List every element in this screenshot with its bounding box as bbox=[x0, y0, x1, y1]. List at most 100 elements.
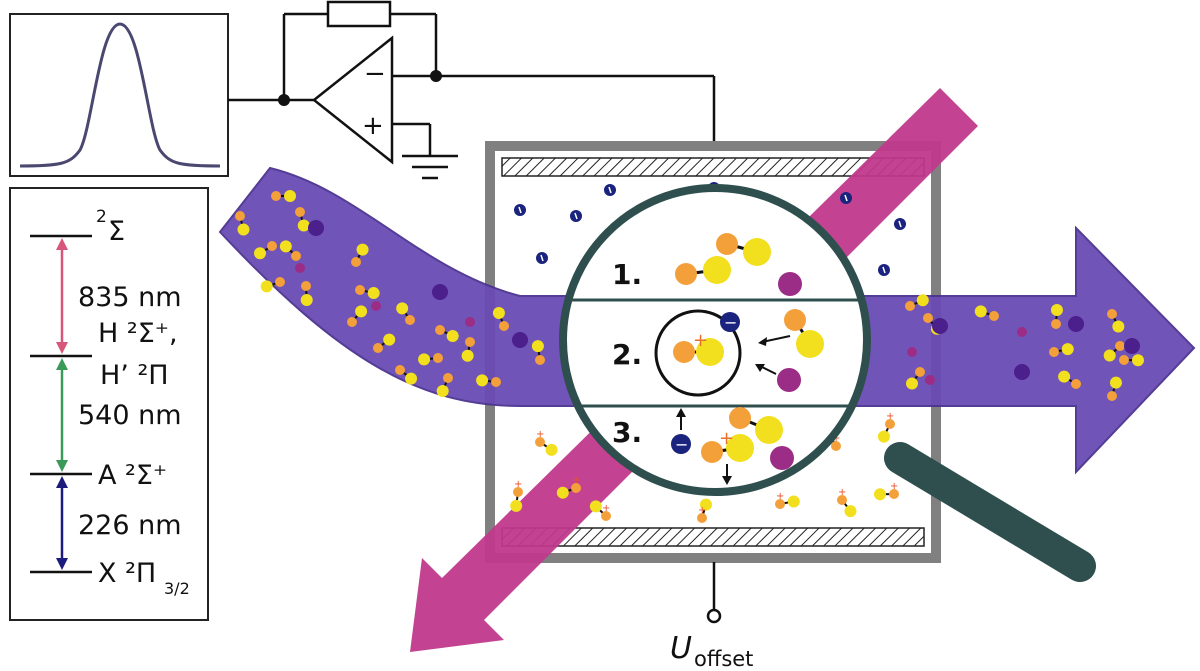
beam-molecule bbox=[1103, 341, 1125, 362]
step-1-label: 1. bbox=[612, 258, 642, 291]
beam-molecule bbox=[396, 302, 415, 325]
cation: + bbox=[556, 475, 581, 499]
beam-molecule bbox=[418, 353, 443, 366]
anion bbox=[878, 264, 890, 276]
x-level-term: X ²Π bbox=[98, 558, 156, 589]
beam-molecule bbox=[974, 305, 999, 321]
label-226nm: 226 nm bbox=[78, 510, 182, 541]
signal-trace-panel bbox=[9, 13, 229, 177]
offset-terminal bbox=[706, 608, 722, 624]
cation: + bbox=[837, 487, 857, 518]
beam-molecule bbox=[435, 325, 459, 342]
heavy-atom bbox=[512, 332, 528, 348]
beam-molecule bbox=[279, 240, 301, 261]
beam-molecule bbox=[905, 294, 929, 311]
beam-molecule bbox=[436, 373, 453, 397]
transition-arrow-540 bbox=[56, 358, 68, 472]
cation: + bbox=[874, 481, 899, 501]
heavy-atom bbox=[932, 318, 948, 334]
heavy-atom bbox=[1068, 316, 1084, 332]
svg-text:−: − bbox=[724, 313, 737, 332]
beam-molecule bbox=[1049, 343, 1074, 357]
cation: + bbox=[510, 479, 523, 512]
beam-molecule bbox=[395, 365, 418, 385]
beam-molecule bbox=[254, 241, 277, 260]
beam-molecule bbox=[1119, 354, 1144, 367]
op-amp-icon bbox=[311, 35, 394, 165]
anion bbox=[570, 210, 582, 222]
svg-text:+: + bbox=[698, 505, 706, 516]
small-ion bbox=[465, 317, 475, 327]
x-level-subscript: 3/2 bbox=[164, 579, 190, 598]
step-2-label: 2. bbox=[612, 338, 642, 371]
beam-molecule bbox=[1107, 309, 1125, 333]
beam-molecule bbox=[355, 285, 380, 300]
beam-molecule bbox=[295, 207, 310, 232]
svg-text:−: − bbox=[675, 435, 688, 454]
ground-icon bbox=[402, 154, 458, 180]
beam-molecule bbox=[531, 340, 545, 365]
label-835nm: 835 nm bbox=[78, 282, 182, 313]
svg-text:+: + bbox=[602, 503, 610, 514]
svg-text:+: + bbox=[719, 428, 734, 449]
offset-label-main: U bbox=[670, 631, 692, 666]
beam-molecule bbox=[373, 333, 396, 353]
beam-molecule bbox=[905, 367, 925, 390]
h-level-line1: H ²Σ⁺, bbox=[98, 318, 178, 349]
svg-text:+: + bbox=[838, 487, 846, 498]
step-2-collision: + − bbox=[654, 309, 824, 397]
small-ion bbox=[295, 263, 305, 273]
cation-cloud: + + + + + + + + + + bbox=[510, 411, 899, 523]
beam-molecule bbox=[476, 374, 501, 387]
heavy-atom bbox=[1124, 338, 1140, 354]
transition-arrow-226 bbox=[56, 476, 68, 570]
beam-molecule bbox=[271, 190, 296, 202]
svg-text:+: + bbox=[362, 111, 384, 141]
small-ion bbox=[371, 301, 381, 311]
svg-text:+: + bbox=[890, 481, 898, 492]
svg-text:+: + bbox=[693, 330, 708, 351]
anion bbox=[536, 252, 548, 264]
cation: + bbox=[877, 411, 895, 443]
top-level-term: Σ bbox=[108, 216, 125, 247]
top-level-multiplicity: 2 bbox=[96, 207, 107, 227]
cation: + bbox=[697, 498, 712, 523]
small-ion bbox=[907, 347, 917, 357]
heavy-atom bbox=[308, 220, 324, 236]
svg-text:+: + bbox=[776, 491, 784, 502]
step-3-label: 3. bbox=[612, 416, 642, 449]
svg-text:+: + bbox=[514, 479, 522, 490]
beam-molecule bbox=[461, 337, 475, 362]
cation: + bbox=[775, 491, 800, 509]
beam-molecule bbox=[492, 306, 509, 331]
anion bbox=[604, 184, 616, 196]
cation: + bbox=[589, 500, 611, 521]
heavy-atom bbox=[432, 284, 448, 300]
beam-molecule bbox=[260, 277, 285, 293]
cation: + bbox=[535, 429, 558, 456]
step-1-molecules bbox=[675, 233, 802, 296]
amplifier-circuit: − + bbox=[228, 0, 716, 180]
beam-molecule bbox=[351, 243, 369, 267]
svg-text:+: + bbox=[886, 411, 894, 422]
magnifier-icon: 1. 2. 3. + − bbox=[559, 184, 1096, 582]
svg-text:−: − bbox=[364, 59, 386, 89]
label-540nm: 540 nm bbox=[78, 400, 182, 431]
svg-text:+: + bbox=[536, 429, 544, 440]
svg-text:+: + bbox=[832, 433, 840, 444]
heavy-atom bbox=[1014, 364, 1030, 380]
gaussian-pulse-icon bbox=[19, 22, 221, 168]
small-ion bbox=[925, 375, 935, 385]
beam-molecule bbox=[347, 305, 368, 327]
resistor-icon bbox=[326, 0, 392, 28]
a-level-term: A ²Σ⁺ bbox=[98, 460, 167, 491]
h-level-line2: H’ ²Π bbox=[100, 360, 169, 391]
beam-molecule bbox=[300, 281, 313, 306]
beam-molecule bbox=[1058, 370, 1081, 389]
anion bbox=[514, 204, 526, 216]
transition-arrow-835 bbox=[56, 238, 68, 354]
beam-molecule bbox=[1050, 304, 1063, 329]
anion bbox=[894, 218, 906, 230]
energy-level-diagram: 2 Σ 835 nm H ²Σ⁺, H’ ²Π 540 nm A ²Σ⁺ 226… bbox=[9, 187, 209, 621]
